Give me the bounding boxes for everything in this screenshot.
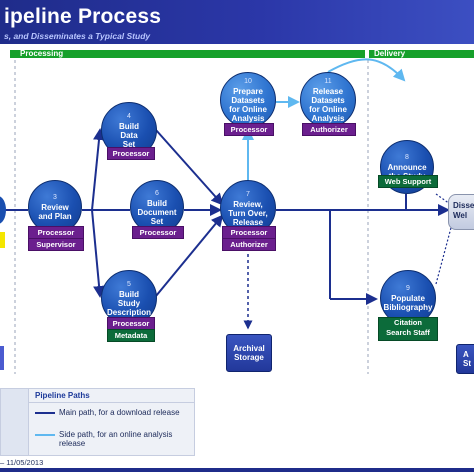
role-authorizer: Authorizer [302,123,356,136]
partial-box-left [0,346,4,370]
node-release-datasets-online-analysis[interactable]: 11 Release Datasets for Online Analysis [300,72,356,128]
page-title: ipeline Process [4,5,162,28]
role-processor: Processor [132,226,184,239]
band-delivery-label: Delivery [374,49,406,58]
node-label: Set [150,216,164,226]
node-label: Description [106,307,151,317]
legend-box: Pipeline Paths Main path, for a download… [28,388,195,456]
node-label: Announce [387,163,427,172]
role-processor: Processor [107,147,155,160]
legend-title: Pipeline Paths [35,391,90,400]
node-number: 8 [405,154,409,161]
role-authorizer: Authorizer [222,238,276,251]
node-label: Release [312,87,344,96]
node-label: Release [232,217,264,227]
role-processor: Processor [224,123,274,136]
node-label: Bibliography [383,303,433,312]
dissemination-website-box[interactable]: Disse Wel [448,194,474,230]
pipeline-diagram: Processing Delivery [0,44,474,380]
node-number: 6 [155,189,159,197]
role-metadata: Metadata [107,329,155,342]
node-number: 11 [324,78,332,85]
archival-label: Archival [233,344,265,353]
page-subtitle: s, and Disseminates a Typical Study [4,31,151,41]
node-number: 9 [406,285,410,292]
dissem-label: Disse [453,201,474,210]
node-label: Set [122,139,136,149]
node-label: Review, [233,199,263,209]
legend-side-path-text: Side path, for an online analysis releas… [59,430,173,448]
role-line: Search Staff [386,328,430,337]
node-prepare-datasets-online-analysis[interactable]: 10 Prepare Datasets for Online Analysis [220,72,276,128]
node-label: Datasets [231,96,265,105]
footer-bar [0,468,474,472]
node-label: Data [120,130,138,140]
node-build-study-description[interactable]: 5 Build Study Description [101,270,157,326]
node-label: Populate [391,294,425,303]
band-processing-label: Processing [20,49,64,58]
archival-label: Storage [234,353,264,362]
band-delivery [369,50,474,58]
node-label: Turn Over, [228,208,268,218]
node-label: Build [147,198,167,208]
node-label: Prepare [233,87,263,96]
node-build-document-set[interactable]: 6 Build Document Set [130,180,184,234]
archival-storage-box[interactable]: Archival Storage [226,334,272,372]
legend-side-path-line [35,434,55,436]
node-label: and Plan [38,212,72,221]
partial-node-left [0,196,6,224]
right-box-label: St [463,359,471,368]
connector-lines [4,58,453,374]
node-number: 10 [244,78,252,85]
legend-divider [29,402,194,403]
node-label: for Online [309,105,347,114]
legend-main-path-text: Main path, for a download release [59,408,180,417]
node-label: Datasets [311,96,345,105]
node-label: Document [137,207,177,217]
node-number: 4 [127,112,131,120]
node-number: 5 [127,280,131,288]
node-label: Study [117,298,141,308]
legend-area: Pipeline Paths Main path, for a download… [0,380,474,474]
node-label: Analysis [311,114,345,123]
role-line: Citation [394,318,422,327]
node-label: Build [119,121,139,131]
legend-main-path-line [35,412,55,414]
partial-role-yellow [0,232,5,248]
band-processing [10,50,365,58]
role-supervisor: Supervisor [28,238,84,251]
node-label: for Online [229,105,267,114]
node-number: 7 [246,190,250,198]
right-partial-box[interactable]: A St [456,344,474,374]
right-box-label: A [463,350,469,359]
role-web-support: Web Support [378,175,438,188]
header-banner: ipeline Process s, and Disseminates a Ty… [0,0,474,44]
node-label: Review [41,203,69,212]
role-citation-search-staff: Citation Search Staff [378,317,438,341]
node-label: Build [119,289,139,299]
dissem-label: Wel [453,211,468,220]
node-label: Analysis [231,114,265,123]
node-number: 3 [53,194,57,201]
legend-left-panel [0,388,29,456]
footer-date: – 11/05/2013 [0,458,44,467]
